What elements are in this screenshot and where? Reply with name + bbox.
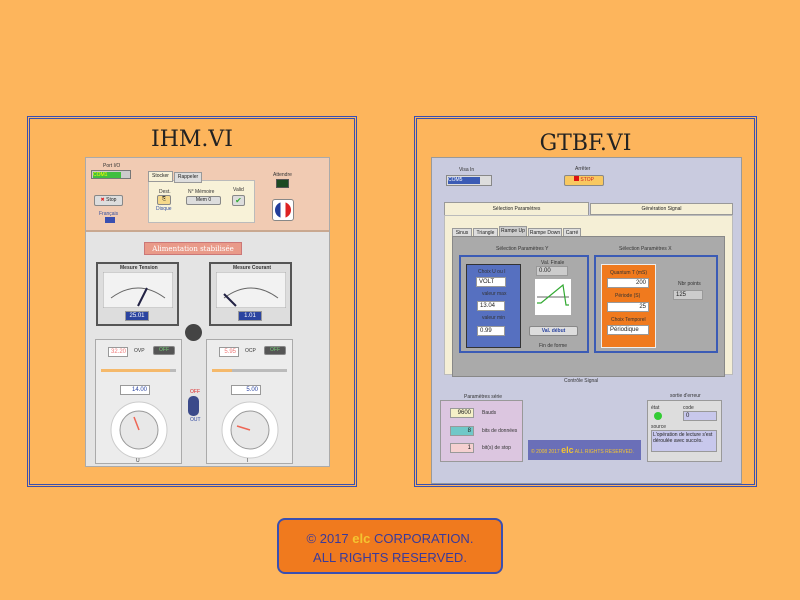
voltage-setpoint[interactable]: 14.00 xyxy=(120,385,150,395)
period-input[interactable]: 25 xyxy=(607,302,649,312)
wait-label: Attendre xyxy=(273,172,292,178)
max-input[interactable]: 13.04 xyxy=(477,301,505,311)
flag-icon-small xyxy=(105,217,115,223)
min-input[interactable]: 0.99 xyxy=(477,326,505,336)
ocp-label: OCP xyxy=(245,348,256,354)
end-label: Fin de forme xyxy=(539,343,568,349)
code-value: 0 xyxy=(683,411,717,421)
language-label: Français xyxy=(99,211,119,217)
tab-generation-signal[interactable]: Génération Signal xyxy=(590,203,733,215)
i-label: I xyxy=(247,458,249,464)
points-value: 125 xyxy=(673,290,703,300)
ovp-label: OVP xyxy=(134,348,145,354)
baud-input[interactable]: 9600 xyxy=(450,408,474,418)
disk-button[interactable]: ⎘ xyxy=(157,195,171,205)
port-select[interactable]: COM1 xyxy=(91,170,131,179)
ihm-panel: IHM.VI xyxy=(27,116,357,487)
status-led xyxy=(654,412,662,420)
code-label: code xyxy=(683,405,694,411)
ihm-front-panel: Port I/O COM1 ✖ Stop Français Stocker Ra… xyxy=(85,157,330,467)
voltage-knob[interactable] xyxy=(106,400,172,460)
dest-label: Dest. xyxy=(159,189,171,195)
memory-label: N° Mémoire xyxy=(188,189,215,195)
time-select[interactable]: Périodique xyxy=(607,325,649,335)
copyright-strip: © 2008 2017 elc ALL RIGHTS RESERVED. xyxy=(528,440,641,460)
current-gauge xyxy=(216,272,286,308)
max-label: valeur max xyxy=(482,291,507,297)
ovp-toggle[interactable]: OFF xyxy=(153,346,175,355)
voltage-control-panel: 32.20 OVP OFF 14.00 U xyxy=(95,339,182,464)
visa-select[interactable]: COM5 xyxy=(446,175,492,186)
bits-input[interactable]: 8 xyxy=(450,426,474,436)
error-label: sortie d'erreur xyxy=(670,393,701,399)
state-label: état xyxy=(651,405,660,411)
ocp-toggle[interactable]: OFF xyxy=(264,346,286,355)
ovp-slider[interactable] xyxy=(101,369,176,372)
french-flag-button[interactable] xyxy=(272,199,294,221)
ocp-value: 5.95 xyxy=(219,347,239,357)
output-switch[interactable] xyxy=(188,396,199,416)
tab-selection-parametres[interactable]: Sélection Paramètres xyxy=(444,202,589,216)
current-meter: Mesure Courant 1.01 xyxy=(209,262,292,326)
voltage-gauge xyxy=(103,272,173,308)
time-label: Choix Temporel xyxy=(611,317,646,323)
source-label: source xyxy=(651,424,667,430)
tab-rappeler[interactable]: Rappeler xyxy=(174,172,202,183)
switch-out-label: OUT xyxy=(190,417,201,423)
bits-label: bits de données xyxy=(482,428,518,434)
source-text: L'opération de lecture s'est déroulée av… xyxy=(651,430,717,452)
ramp-preview xyxy=(535,279,571,315)
current-value: 1.01 xyxy=(238,311,262,321)
choice-label: Choix U ou I xyxy=(478,269,506,275)
valid-button[interactable]: ✔ xyxy=(232,195,245,206)
gtbf-front-panel: Visa In COM5 Arrêter STOP Sélection Para… xyxy=(431,157,742,484)
dest-value: Disque xyxy=(156,206,172,212)
ocp-slider[interactable] xyxy=(212,369,287,372)
tab-stocker[interactable]: Stocker xyxy=(148,171,173,182)
knob-indicator xyxy=(185,324,202,341)
control-label: Contrôle Signal xyxy=(564,378,599,384)
current-setpoint[interactable]: 5.00 xyxy=(231,385,261,395)
footer-badge: © 2017 elc CORPORATION. ALL RIGHTS RESER… xyxy=(277,518,503,574)
serial-label: Paramètres série xyxy=(464,394,503,400)
visa-label: Visa In xyxy=(459,167,475,173)
port-label: Port I/O xyxy=(103,163,121,169)
stop-button[interactable]: ✖ Stop xyxy=(94,195,123,206)
ihm-title: IHM.VI xyxy=(151,127,233,152)
switch-off-label: OFF xyxy=(190,389,200,395)
voltage-meter: Mesure Tension 25.01 xyxy=(96,262,179,326)
start-value-button[interactable]: Val. début xyxy=(529,326,578,336)
group-y-label: Sélection Paramètres Y xyxy=(496,246,549,252)
choice-select[interactable]: VOLT xyxy=(476,277,506,287)
stop-button-gtbf[interactable]: STOP xyxy=(564,175,604,186)
quantum-input[interactable]: 200 xyxy=(607,278,649,288)
power-banner: Alimentation stabilisée xyxy=(144,242,242,255)
u-label: U xyxy=(136,458,140,464)
min-label: valeur min xyxy=(482,315,506,321)
period-label: Période (S) xyxy=(615,293,641,299)
wait-led xyxy=(276,179,289,188)
voltage-value: 25.01 xyxy=(125,311,149,321)
gtbf-title: GTBF.VI xyxy=(539,131,632,156)
current-knob[interactable] xyxy=(217,400,283,460)
ovp-value: 32.20 xyxy=(108,347,128,357)
group-x-label: Sélection Paramètres X xyxy=(619,246,672,252)
final-input[interactable]: 0.00 xyxy=(536,266,568,276)
current-control-panel: 5.95 OCP OFF 5.00 I xyxy=(206,339,293,464)
gtbf-panel: GTBF.VI xyxy=(414,116,757,487)
valid-label: Valid xyxy=(233,187,244,193)
points-label: Nbr points xyxy=(678,281,701,287)
quantum-label: Quantum T (mS) xyxy=(610,270,648,276)
final-label: Val. Finale xyxy=(541,260,565,266)
baud-label: Bauds xyxy=(482,410,497,416)
memory-select[interactable]: Mem 0 xyxy=(186,196,221,205)
stop-bits-label: bit(s) de stop xyxy=(482,445,511,451)
stop-caption: Arrêter xyxy=(575,166,591,172)
stop-bits-input[interactable]: 1 xyxy=(450,443,474,453)
